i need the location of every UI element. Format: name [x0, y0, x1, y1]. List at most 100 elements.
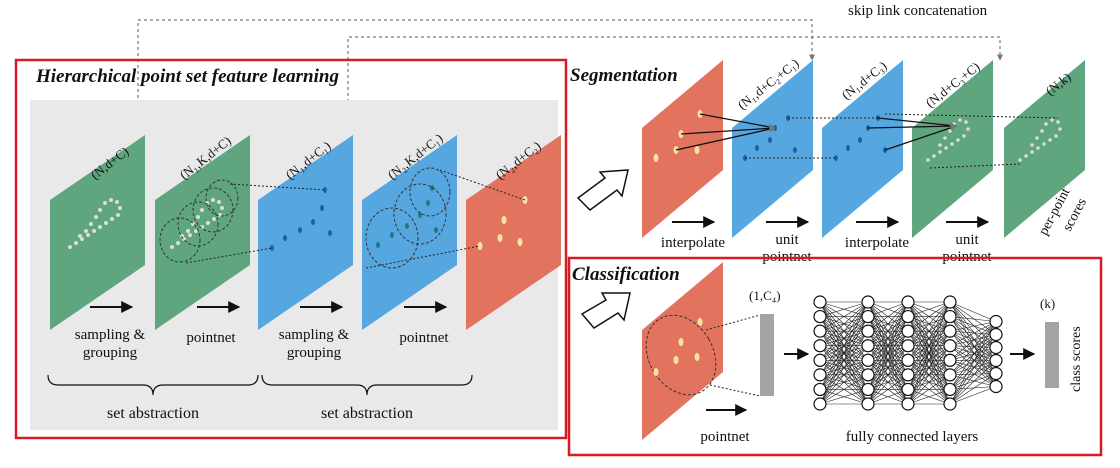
fc-edge: [949, 330, 997, 374]
seg-op-3-line1: interpolate: [845, 235, 909, 251]
fc-edge: [949, 321, 997, 405]
fc-edge: [819, 316, 869, 405]
fc-edge: [949, 345, 997, 361]
hier-layer-5-plane: [466, 135, 561, 330]
fc-neuron: [943, 324, 957, 338]
fc-edge: [867, 301, 909, 390]
skip-link-label: skip link concatenation: [848, 3, 988, 19]
classification-title: Classification: [572, 264, 680, 285]
fc-edge: [867, 360, 909, 405]
seg-op-2-line1: unit: [775, 232, 799, 248]
hier-layer-2-groups: [159, 179, 239, 263]
set-abstraction-label-1: set abstraction: [107, 405, 199, 422]
set-abstraction-label-2: set abstraction: [321, 405, 413, 422]
fc-edge: [907, 301, 951, 317]
fc-neuron: [901, 368, 915, 382]
fc-neuron: [901, 309, 915, 324]
hier-op-1-line2: grouping: [83, 345, 138, 361]
fc-neuron: [813, 295, 827, 309]
fc-edge: [867, 301, 909, 317]
seg-layer-5-points: [1018, 118, 1062, 162]
fc-edge: [949, 345, 997, 387]
cls-output-vector: [1045, 322, 1059, 388]
fc-edge: [907, 316, 951, 405]
fc-edge: [819, 301, 869, 405]
fc-edge: [949, 373, 997, 405]
fc-edge: [949, 334, 997, 390]
fc-edge: [907, 301, 951, 405]
fc-neuron: [989, 340, 1003, 355]
seg-layer-3-plane: [822, 60, 903, 238]
fc-neuron: [989, 353, 1003, 368]
hier-layer-4-groups: [365, 167, 451, 269]
fc-neuron: [861, 397, 875, 411]
fc-edge: [949, 386, 997, 390]
hier-layer-2-plane: [155, 135, 250, 330]
classification-section: Classification (1,C₄) (k) class scores p…: [567, 256, 1103, 457]
fc-edge: [949, 301, 997, 322]
fc-edge: [949, 347, 997, 390]
set-abstraction-braces: [47, 374, 473, 396]
fc-neuron: [861, 324, 875, 338]
cls-projection-lines: [705, 314, 761, 397]
seg-projection-lines: [745, 113, 1059, 169]
fc-edge: [907, 374, 951, 405]
fc-neuron: [861, 295, 875, 309]
fc-edge: [949, 345, 997, 374]
fc-edge: [867, 345, 909, 405]
fc-neuron: [813, 353, 827, 367]
hier-op-3-line2: grouping: [287, 345, 342, 361]
fc-neuron: [861, 309, 875, 324]
cls-vector-dim: (1,C₄): [749, 288, 781, 303]
hier-layer-4-points: [376, 185, 438, 248]
fc-neuron: [943, 309, 957, 324]
fc-edge: [949, 347, 997, 361]
fc-edge: [819, 389, 869, 405]
hier-layer-1-points: [68, 198, 122, 249]
fc-edge: [949, 330, 997, 361]
fc-edge: [819, 301, 869, 346]
fc-neuron: [943, 295, 957, 309]
segmentation-entry-arrow-icon: [576, 169, 629, 211]
fc-neuron: [813, 324, 827, 338]
hier-layer-3-plane: [258, 135, 353, 330]
fc-neuron: [813, 339, 827, 353]
cls-output-label: class scores: [1069, 326, 1084, 392]
fc-edge: [819, 301, 869, 317]
fc-edge: [949, 316, 997, 348]
fc-edge: [907, 301, 951, 332]
fc-edge: [949, 334, 997, 376]
fc-edge: [949, 360, 997, 387]
hier-layer-4-plane: [362, 135, 457, 330]
fc-edge: [949, 321, 997, 376]
fc-edge: [907, 389, 951, 405]
hier-op-4-line1: pointnet: [399, 330, 449, 346]
fc-neuron: [943, 397, 957, 411]
segmentation-section: Segmentation: [570, 55, 1090, 265]
cls-group-ellipse: [645, 314, 717, 396]
fc-edge: [819, 301, 869, 376]
fc-neuron: [943, 339, 957, 353]
hier-projection-lines: [185, 169, 526, 269]
fc-edge: [949, 301, 997, 387]
fc-edge: [867, 316, 909, 405]
fc-neuron: [901, 382, 915, 397]
fc-edge: [949, 330, 997, 335]
fc-edge: [949, 316, 997, 361]
fc-edge: [907, 330, 951, 405]
fc-edge: [949, 373, 997, 376]
fc-edge: [949, 301, 997, 348]
seg-interp-lines-1: [675, 113, 776, 151]
fc-edge: [867, 301, 909, 332]
fc-edge: [867, 389, 909, 405]
seg-interp-lines-2: [867, 117, 957, 151]
fc-edge: [819, 301, 869, 332]
fc-edge: [949, 321, 997, 361]
seg-op-1-line1: interpolate: [661, 235, 725, 251]
fc-edge: [949, 360, 997, 390]
fc-edge: [949, 347, 997, 405]
fc-edge: [907, 360, 951, 405]
fc-edge: [949, 334, 997, 361]
seg-layer-2-plane: [732, 60, 813, 238]
hier-layer-1-plane: [50, 135, 145, 330]
